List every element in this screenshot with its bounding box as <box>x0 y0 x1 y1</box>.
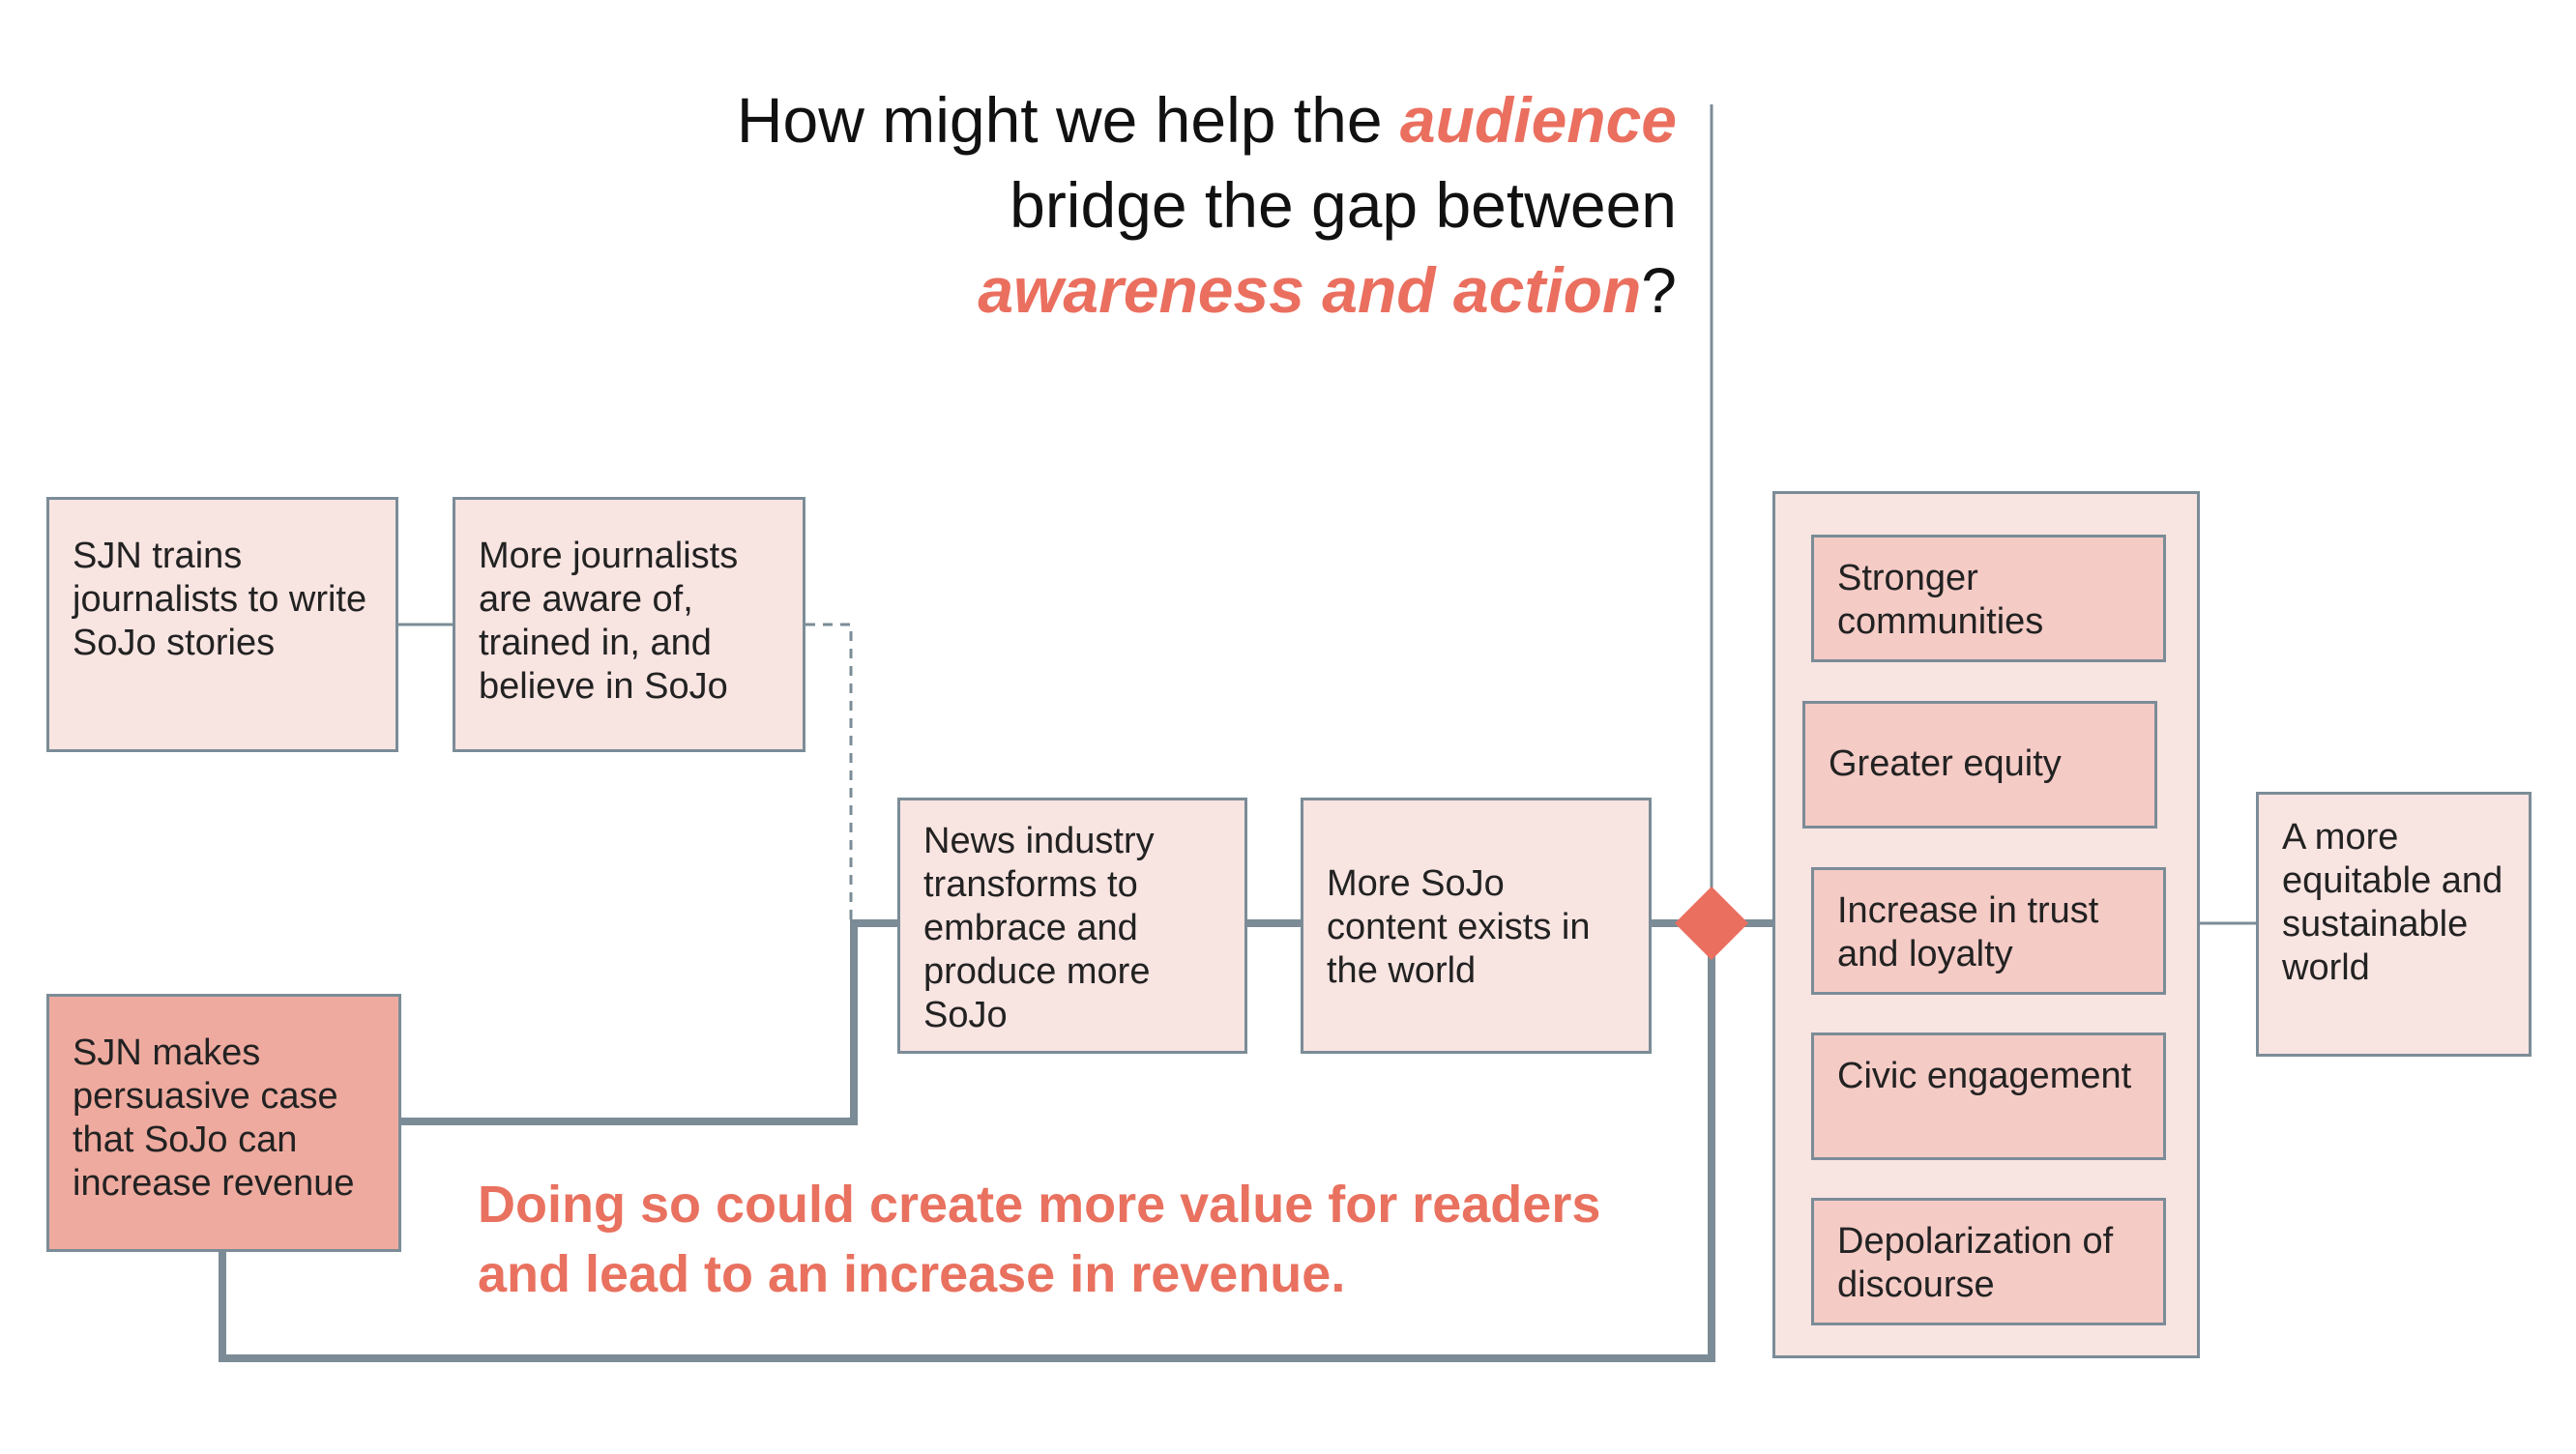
title-text-2: bridge the gap between <box>1010 169 1677 241</box>
box-more-sojo: More SoJo content exists in the world <box>1301 798 1652 1054</box>
title-highlight-action: awareness and action <box>978 254 1642 326</box>
value-note: Doing so could create more value for rea… <box>478 1170 1600 1309</box>
diagram-title: How might we help the audience bridge th… <box>737 77 1677 333</box>
box-more-journalists: More journalists are aware of, trained i… <box>453 497 805 752</box>
box-sjn-trains: SJN trains journalists to write SoJo sto… <box>46 497 398 752</box>
value-note-text: Doing so could create more value for rea… <box>478 1176 1601 1303</box>
connector-case-industry <box>401 919 897 1125</box>
outcome-civic-engagement: Civic engagement <box>1811 1032 2166 1160</box>
title-question-mark: ? <box>1641 254 1677 326</box>
box-news-industry: News industry transforms to embrace and … <box>897 798 1247 1054</box>
outcome-depolarization: Depolarization of discourse <box>1811 1198 2166 1325</box>
title-highlight-audience: audience <box>1399 84 1677 156</box>
box-final-outcome: A more equitable and sustainable world <box>2256 792 2532 1057</box>
outcome-stronger-communities: Stronger communities <box>1811 535 2166 662</box>
outcome-greater-equity: Greater equity <box>1802 701 2157 829</box>
dashed-connector-journalists <box>805 623 853 923</box>
title-text-1: How might we help the <box>736 84 1400 156</box>
outcome-trust-loyalty: Increase in trust and loyalty <box>1811 867 2166 995</box>
box-sjn-makes-case: SJN makes persuasive case that SoJo can … <box>46 994 401 1252</box>
decision-diamond <box>1675 887 1748 960</box>
connector-feedback-loop <box>219 923 1715 1362</box>
